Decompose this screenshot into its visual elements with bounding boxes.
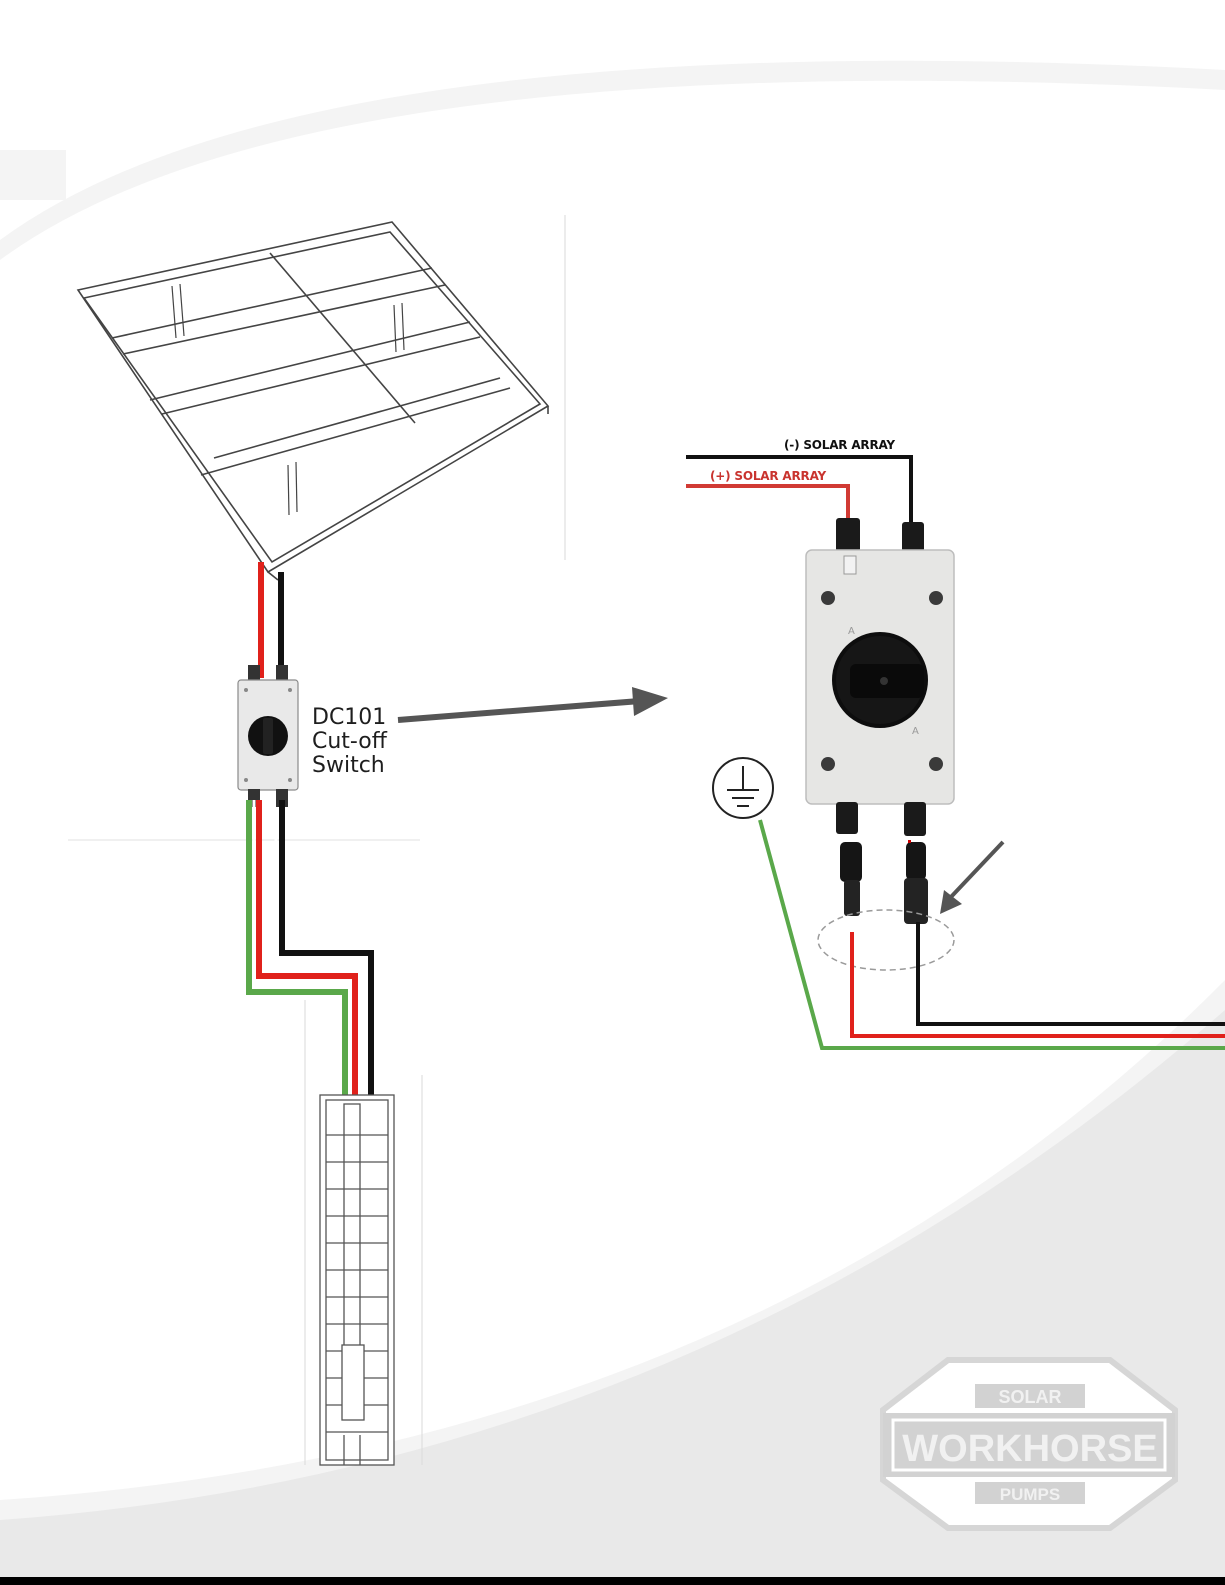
switch-label-line-2: Cut-off (312, 730, 387, 754)
ground-symbol-icon (713, 758, 773, 818)
logo-bottom-text: PUMPS (1000, 1485, 1060, 1504)
switch-label: DC101 Cut-off Switch (312, 706, 387, 778)
positive-array-label: (+) SOLAR ARRAY (710, 469, 826, 483)
switch-label-line-1: DC101 (312, 706, 387, 730)
logo-top-text: SOLAR (999, 1387, 1062, 1407)
svg-text:A: A (848, 626, 855, 637)
switch-label-line-3: Switch (312, 754, 387, 778)
svg-text:A: A (912, 726, 919, 737)
bottom-border (0, 1577, 1225, 1585)
logo-middle-text: WORKHORSE (902, 1428, 1157, 1470)
workhorse-logo: SOLAR WORKHORSE PUMPS (883, 1360, 1175, 1528)
negative-array-label: (-) SOLAR ARRAY (784, 438, 895, 452)
submersible-pump-icon (320, 1095, 394, 1465)
disconnect-switch-small (238, 665, 298, 807)
disconnect-switch-icon: A A (806, 518, 954, 836)
